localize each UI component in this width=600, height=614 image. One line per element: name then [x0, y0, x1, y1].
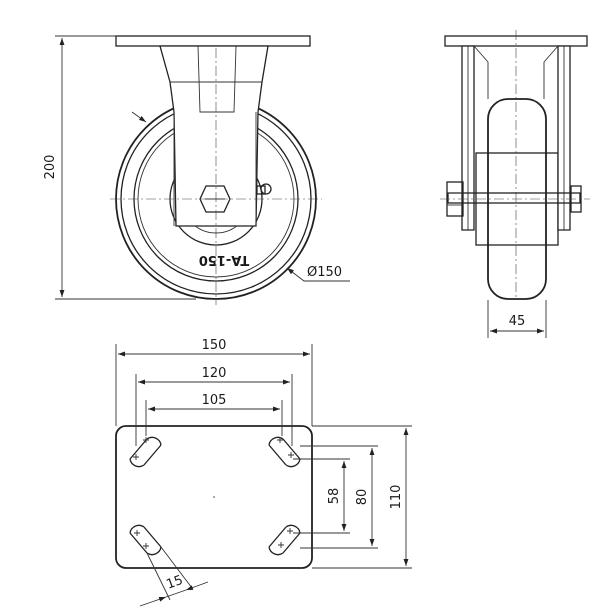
mounting-slot-bottom-right — [268, 524, 301, 556]
wheel-marking: TA-150 — [199, 252, 249, 267]
dim-wheel-width: 45 — [509, 314, 526, 329]
front-top-plate — [115, 35, 311, 47]
side-view: 45 — [440, 30, 590, 338]
mounting-plate — [115, 425, 313, 569]
mounting-slot-bottom-left — [129, 524, 162, 556]
dim-plate-length: 150 — [202, 338, 227, 353]
grease-nipple — [256, 183, 272, 195]
side-wheel — [487, 98, 547, 300]
side-axle — [447, 192, 581, 204]
dim-wheel-diameter: Ø150 — [307, 265, 342, 280]
plate-view: 150 120 105 58 80 110 15 — [115, 338, 412, 607]
mounting-slot-top-right — [268, 436, 301, 468]
front-view: TA-150 Ø150 200 — [43, 35, 350, 305]
dim-hole-spacing-outer: 120 — [202, 366, 227, 381]
dim-plate-width: 110 — [389, 485, 404, 510]
dim-overall-height: 200 — [43, 155, 58, 180]
dim-slot-width: 15 — [164, 573, 185, 593]
dim-hole-spacing-mid: 80 — [355, 489, 370, 506]
dim-hole-spacing-inner: 105 — [202, 393, 227, 408]
dim-hole-spacing-short: 58 — [327, 488, 342, 505]
mounting-slot-top-left — [129, 436, 162, 468]
